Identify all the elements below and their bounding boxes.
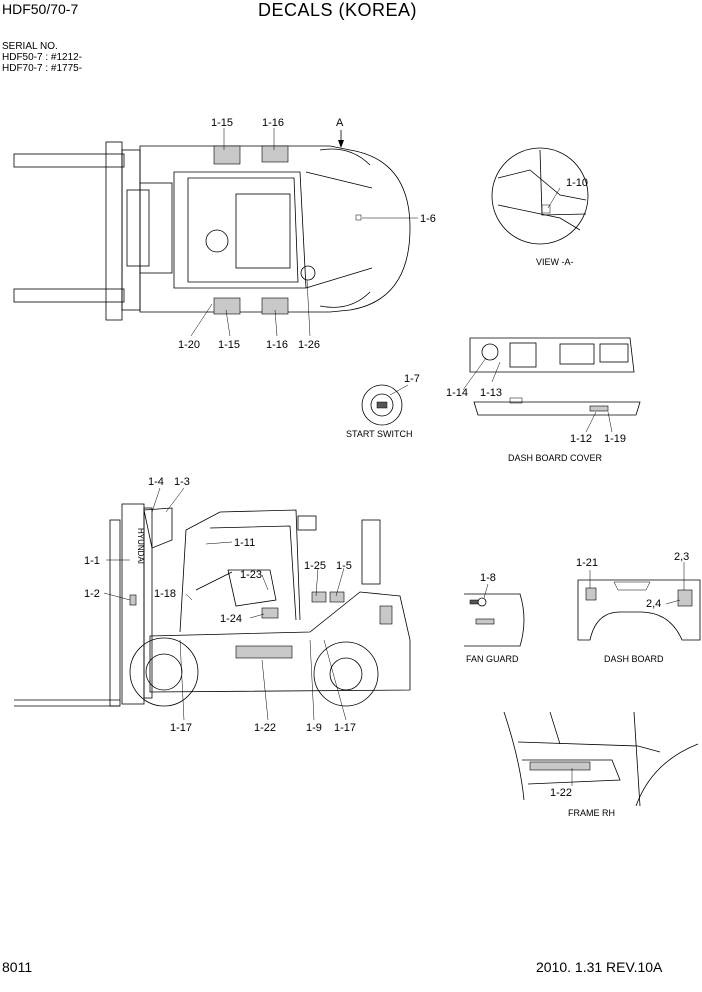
start-switch-detail xyxy=(361,384,409,426)
callout-2-3: 2,3 xyxy=(674,551,689,563)
callout-1-18: 1-18 xyxy=(154,588,176,600)
dash-board-cover-detail xyxy=(462,337,641,433)
decal-1-15-top xyxy=(213,145,241,165)
callout-1-5: 1-5 xyxy=(336,560,352,572)
decal-1-15-bottom xyxy=(213,297,241,315)
callout-1-21: 1-21 xyxy=(576,557,598,569)
caption-dash-board: DASH BOARD xyxy=(604,654,664,664)
serial-label: SERIAL NO. xyxy=(2,41,58,52)
side-view-forklift: HYUNDAI xyxy=(14,487,411,721)
caption-frame-rh: FRAME RH xyxy=(568,808,615,818)
page-number: 8011 xyxy=(2,959,33,975)
callout-1-26: 1-26 xyxy=(298,339,320,351)
serial-line-hdf70: HDF70-7 : #1775- xyxy=(2,63,83,74)
callout-1-11: 1-11 xyxy=(234,537,255,549)
top-view-forklift xyxy=(13,128,418,337)
callout-1-16-top: 1-16 xyxy=(262,117,284,129)
fan-guard-detail xyxy=(464,583,525,647)
callout-1-24: 1-24 xyxy=(220,613,242,625)
dash-board-detail xyxy=(577,562,701,641)
callout-1-6: 1-6 xyxy=(420,213,436,225)
mast-brand-text: HYUNDAI xyxy=(136,528,145,564)
callout-1-19: 1-19 xyxy=(604,433,626,445)
callout-1-20: 1-20 xyxy=(178,339,200,351)
callout-1-16-bottom: 1-16 xyxy=(266,339,288,351)
callout-1-2: 1-2 xyxy=(84,588,100,600)
caption-view-a: VIEW -A- xyxy=(536,257,574,267)
callout-1-23: 1-23 xyxy=(240,569,262,581)
view-a-detail xyxy=(491,147,589,245)
callout-view-a: A xyxy=(336,117,344,129)
callout-1-13: 1-13 xyxy=(480,387,502,399)
callout-1-8: 1-8 xyxy=(480,572,496,584)
caption-start-switch: START SWITCH xyxy=(346,429,413,439)
frame-rh-detail xyxy=(503,711,699,807)
date-revision: 2010. 1.31 REV.10A xyxy=(536,959,663,975)
callout-1-22-side: 1-22 xyxy=(254,722,276,734)
callout-1-17-right: 1-17 xyxy=(334,722,356,734)
callout-1-4: 1-4 xyxy=(148,476,164,488)
callout-1-17-left: 1-17 xyxy=(170,722,192,734)
caption-fan-guard: FAN GUARD xyxy=(466,654,519,664)
callout-1-9: 1-9 xyxy=(306,722,322,734)
caption-dash-board-cover: DASH BOARD COVER xyxy=(508,453,603,463)
serial-line-hdf50: HDF50-7 : #1212- xyxy=(2,52,83,63)
callout-1-25: 1-25 xyxy=(304,560,326,572)
callout-1-7: 1-7 xyxy=(404,373,420,385)
model-number: HDF50/70-7 xyxy=(2,1,79,17)
callout-1-12: 1-12 xyxy=(570,433,592,445)
callout-1-15-bottom: 1-15 xyxy=(218,339,240,351)
callout-1-3: 1-3 xyxy=(174,476,190,488)
callout-1-22-frame: 1-22 xyxy=(550,787,572,799)
page-title: DECALS (KOREA) xyxy=(258,0,418,20)
callout-1-15-top: 1-15 xyxy=(211,117,233,129)
callout-2-4: 2,4 xyxy=(646,598,661,610)
decal-1-16-bottom xyxy=(261,297,289,315)
callout-1-14: 1-14 xyxy=(446,387,468,399)
callout-1-1: 1-1 xyxy=(84,555,100,567)
decal-1-16-top xyxy=(261,145,289,163)
callout-1-10: 1-10 xyxy=(566,177,588,189)
